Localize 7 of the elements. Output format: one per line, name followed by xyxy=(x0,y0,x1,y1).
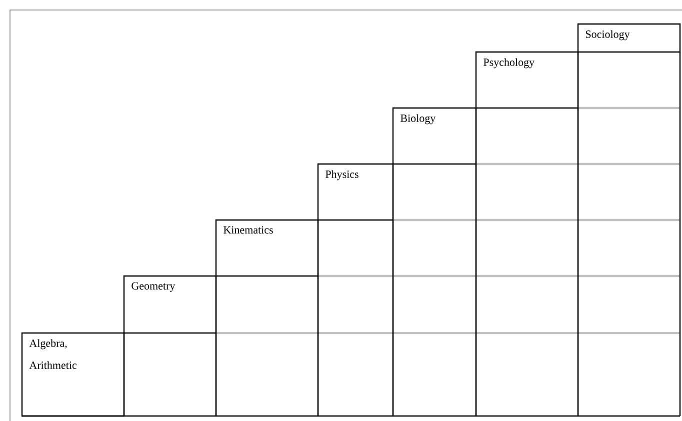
heading-cell: Algebra, Arithmetic xyxy=(21,332,125,417)
heading-cell: Sociology xyxy=(577,23,681,53)
heading-cell: Geometry xyxy=(123,275,217,334)
heading-cell: Biology xyxy=(392,107,477,165)
heading-cell: Kinematics xyxy=(215,219,319,277)
heading-cell: Psychology xyxy=(475,51,579,109)
heading-cell: Physics xyxy=(317,163,394,221)
